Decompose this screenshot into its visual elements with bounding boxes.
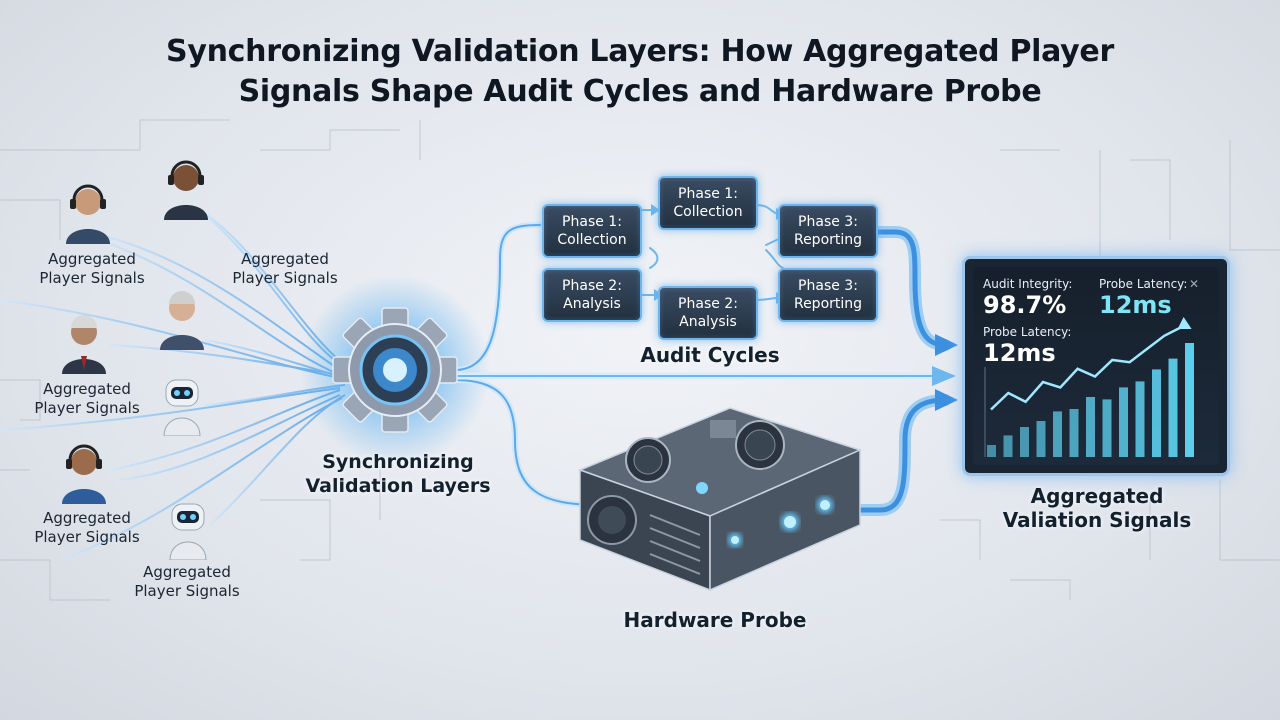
phase-box[interactable]: Phase 2: Analysis bbox=[542, 268, 642, 322]
label-line: Aggregated bbox=[1030, 484, 1164, 508]
player-signal-label: Aggregated Player Signals bbox=[112, 563, 262, 601]
probe-latency-label: Probe Latency: bbox=[983, 325, 1072, 339]
label-line: Aggregated bbox=[241, 250, 329, 268]
label-line: Aggregated bbox=[143, 563, 231, 581]
headset-person-icon bbox=[62, 444, 106, 504]
label-line: Aggregated bbox=[43, 380, 131, 398]
circuit-traces bbox=[0, 119, 1280, 601]
label-line: Player Signals bbox=[34, 399, 140, 417]
probe-latency-value: 12ms bbox=[983, 339, 1056, 367]
phase-title: Phase 1: bbox=[562, 214, 622, 230]
label-line: Player Signals bbox=[34, 528, 140, 546]
phase-title: Phase 2: bbox=[562, 278, 622, 294]
audit-integrity-value: 98.7% bbox=[983, 291, 1067, 319]
phase-title: Phase 3: bbox=[798, 278, 858, 294]
phase-name: Collection bbox=[557, 232, 627, 248]
label-line: Player Signals bbox=[39, 269, 145, 287]
output-label: Aggregated Valiation Signals bbox=[992, 484, 1202, 532]
chart-bar bbox=[1119, 387, 1128, 457]
phase-title: Phase 1: bbox=[678, 186, 738, 202]
label-line: Player Signals bbox=[232, 269, 338, 287]
robot-icon bbox=[163, 379, 201, 436]
chart-bar bbox=[1102, 399, 1112, 457]
label-line: Valiation Signals bbox=[1002, 508, 1192, 532]
label-line: Synchronizing bbox=[322, 451, 474, 473]
chart-bar bbox=[1152, 369, 1161, 457]
phase-box[interactable]: Phase 1: Collection bbox=[542, 204, 642, 258]
title-line-2: Signals Shape Audit Cycles and Hardware … bbox=[238, 74, 1042, 109]
probe-latency-label-top: Probe Latency: bbox=[1099, 277, 1188, 291]
phase-name: Collection bbox=[673, 204, 743, 220]
server-hardware-icon bbox=[577, 407, 863, 592]
phase-name: Analysis bbox=[679, 314, 737, 330]
chart-bar bbox=[1086, 397, 1095, 457]
phase-name: Reporting bbox=[793, 296, 863, 312]
suited-person-icon bbox=[160, 291, 204, 350]
chart-bar bbox=[1053, 411, 1062, 457]
phase-box[interactable]: Phase 3: Reporting bbox=[778, 268, 878, 322]
robot-icon bbox=[169, 503, 207, 560]
core-label: Synchronizing Validation Layers bbox=[300, 450, 496, 498]
probe-latency-value-top: 12ms bbox=[1099, 291, 1172, 319]
player-signal-label: Aggregated Player Signals bbox=[17, 250, 167, 288]
phase-box[interactable]: Phase 2: Analysis bbox=[658, 286, 758, 340]
phase-name: Reporting bbox=[793, 232, 863, 248]
chart-bar bbox=[1168, 358, 1178, 457]
page-title: Synchronizing Validation Layers: How Agg… bbox=[140, 32, 1140, 112]
phase-name: Analysis bbox=[563, 296, 621, 312]
chart-bar bbox=[1135, 381, 1145, 457]
chart-bar bbox=[1069, 409, 1079, 457]
chart-bar bbox=[1003, 435, 1013, 457]
chart-bar bbox=[1036, 421, 1046, 457]
title-line-1: Synchronizing Validation Layers: How Agg… bbox=[166, 34, 1114, 69]
dashboard-screen: Audit Integrity: 98.7% Probe Latency: 12… bbox=[973, 267, 1219, 465]
phase-box[interactable]: Phase 3: Reporting bbox=[778, 204, 878, 258]
audit-cycles-label: Audit Cycles bbox=[640, 343, 780, 367]
chart-bar bbox=[1185, 343, 1194, 457]
dashboard-monitor: Audit Integrity: 98.7% Probe Latency: 12… bbox=[962, 256, 1230, 476]
label-line: Validation Layers bbox=[305, 475, 491, 497]
audit-integrity-label: Audit Integrity: bbox=[983, 277, 1073, 291]
close-icon[interactable]: ✕ bbox=[1189, 277, 1200, 291]
phase-title: Phase 3: bbox=[798, 214, 858, 230]
flow-pipes bbox=[451, 204, 951, 516]
label-line: Aggregated bbox=[43, 509, 131, 527]
headset-person-icon bbox=[164, 160, 208, 220]
trend-arrow-icon bbox=[1177, 317, 1192, 329]
trend-line bbox=[990, 325, 1183, 411]
hardware-probe-label: Hardware Probe bbox=[623, 608, 807, 632]
dashboard-chart bbox=[984, 317, 1194, 457]
chart-bar bbox=[987, 445, 996, 457]
chart-bar bbox=[1020, 427, 1029, 457]
suited-person-icon bbox=[62, 315, 106, 374]
phase-box[interactable]: Phase 1: Collection bbox=[658, 176, 758, 230]
gear-icon bbox=[332, 307, 458, 433]
phase-title: Phase 2: bbox=[678, 296, 738, 312]
headset-person-icon bbox=[66, 184, 110, 244]
player-signal-label: Aggregated Player Signals bbox=[12, 380, 162, 418]
player-signal-label: Aggregated Player Signals bbox=[210, 250, 360, 288]
label-line: Aggregated bbox=[48, 250, 136, 268]
player-signal-label: Aggregated Player Signals bbox=[12, 509, 162, 547]
label-line: Player Signals bbox=[134, 582, 240, 600]
